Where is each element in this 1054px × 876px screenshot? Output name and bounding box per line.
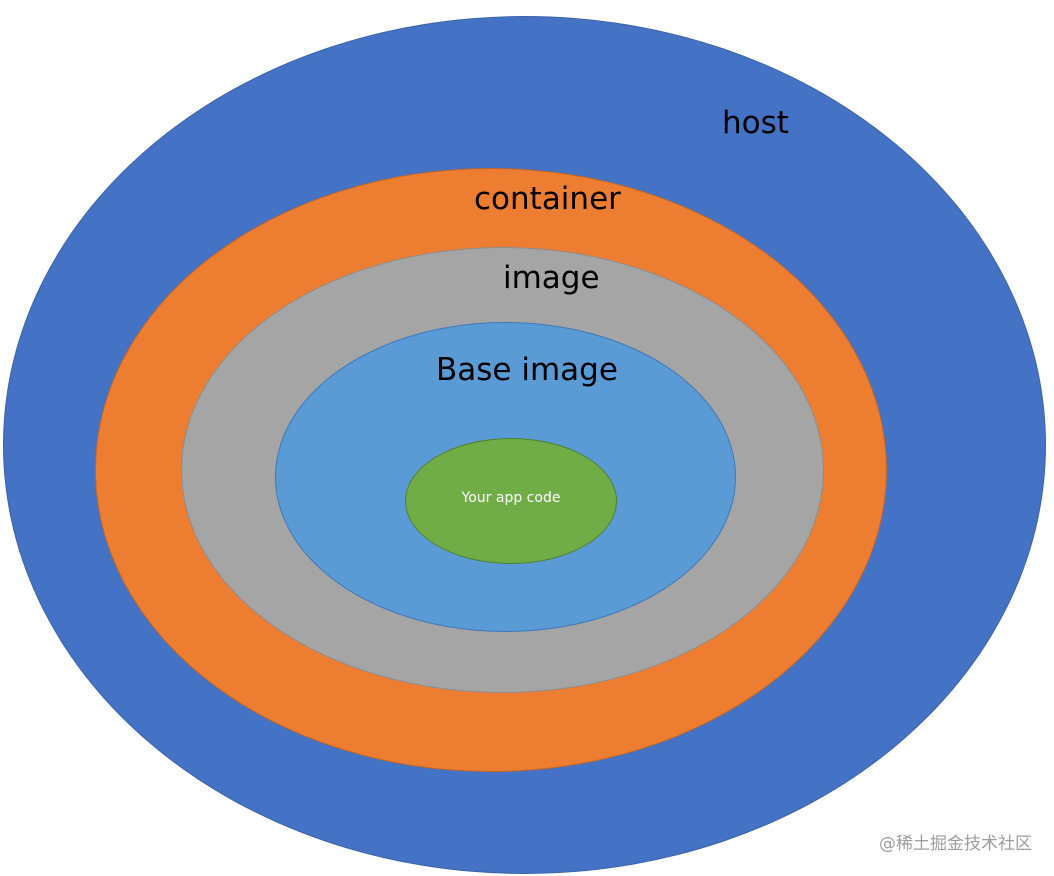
app-code-ellipse bbox=[405, 438, 617, 564]
image-label: image bbox=[503, 260, 600, 296]
app-code-label: Your app code bbox=[461, 490, 561, 506]
base-image-label: Base image bbox=[436, 352, 618, 388]
host-label: host bbox=[722, 105, 789, 141]
watermark-text: @稀土掘金技术社区 bbox=[879, 834, 1032, 854]
container-label: container bbox=[474, 181, 621, 217]
